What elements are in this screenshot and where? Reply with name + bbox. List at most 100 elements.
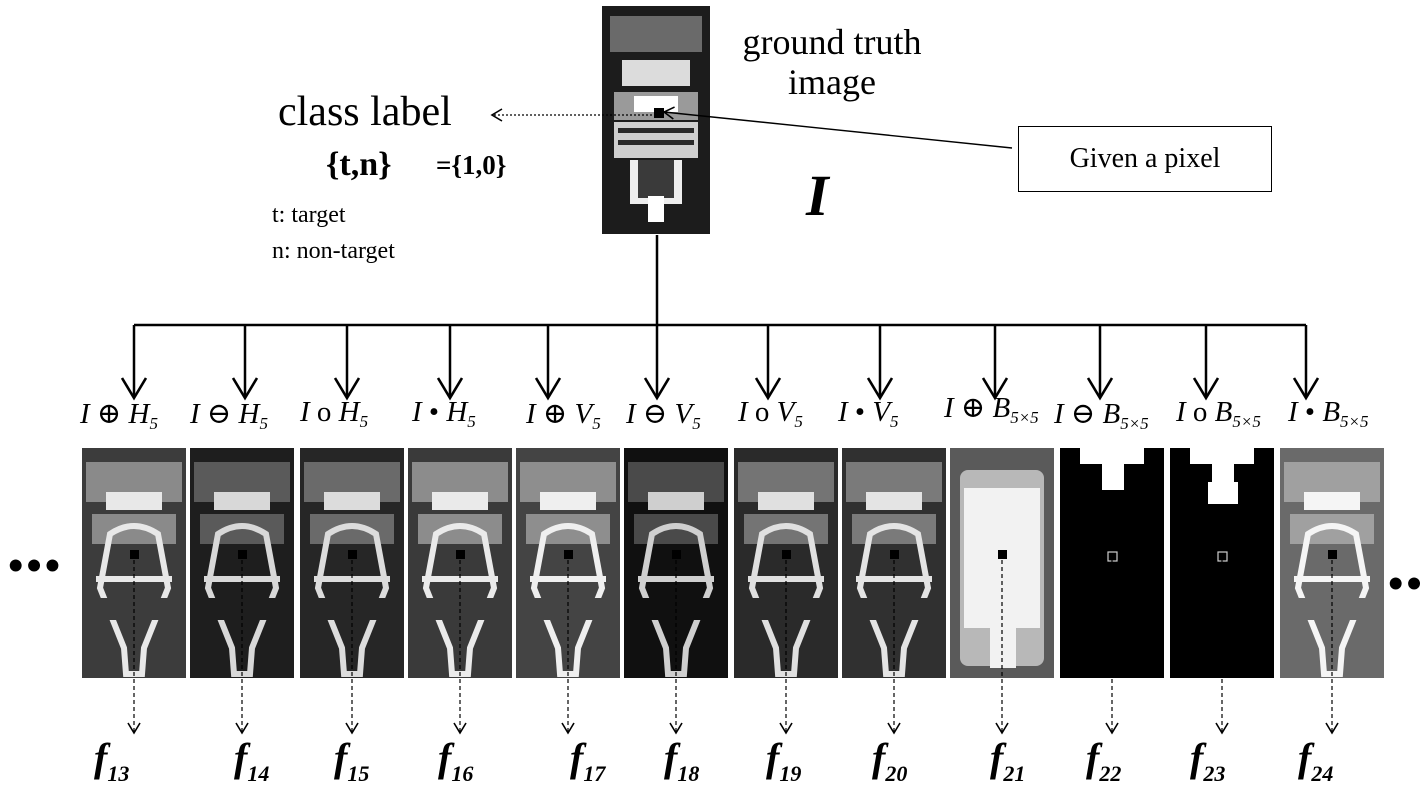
operation-symbol: o — [754, 396, 770, 428]
operation-element: B — [1095, 398, 1121, 430]
feature-index: 17 — [583, 761, 606, 786]
operation-element-size: 5×5 — [1232, 412, 1261, 431]
feature-index: 20 — [885, 761, 908, 786]
operation-symbol: ⊖ — [1070, 398, 1096, 430]
operation-label-4: I • H5 — [412, 396, 476, 432]
feature-label-22: f22 — [1086, 734, 1121, 786]
feature-index: 14 — [247, 761, 270, 786]
branch-arrows — [120, 325, 1320, 401]
feature-index: 15 — [347, 761, 370, 786]
feature-index: 13 — [107, 761, 130, 786]
operation-element: H — [231, 398, 260, 430]
ellipsis-right: •• — [1388, 559, 1425, 608]
operation-element: V — [567, 398, 593, 430]
operation-image: I — [80, 398, 97, 430]
operation-label-9: I ⊕ B5×5 — [944, 390, 1039, 428]
operation-element-size: 5 — [149, 414, 158, 433]
feature-label-13: f13 — [94, 734, 129, 786]
feature-symbol: f — [872, 735, 886, 780]
feature-label-23: f23 — [1190, 734, 1225, 786]
operation-symbol: • — [428, 396, 440, 428]
feature-index: 24 — [1311, 761, 1334, 786]
feature-index: 21 — [1003, 761, 1026, 786]
operation-image: I — [1176, 396, 1193, 428]
feature-symbol: f — [664, 735, 678, 780]
operation-label-5: I ⊕ V5 — [526, 396, 601, 434]
feature-label-20: f20 — [872, 734, 907, 786]
operation-element: V — [865, 396, 891, 428]
feature-index: 23 — [1203, 761, 1226, 786]
class-label-text: class label — [278, 89, 452, 135]
feature-index: 16 — [451, 761, 474, 786]
feature-label-14: f14 — [234, 734, 269, 786]
operation-element: H — [331, 396, 360, 428]
operation-element-size: 5 — [467, 412, 476, 431]
operation-image: I — [1054, 398, 1071, 430]
feature-symbol: f — [234, 735, 248, 780]
operation-element-size: 5×5 — [1340, 412, 1369, 431]
operation-label-12: I • B5×5 — [1288, 396, 1369, 432]
operation-element-size: 5 — [890, 412, 899, 431]
operation-image: I — [738, 396, 755, 428]
feature-symbol: f — [570, 735, 584, 780]
operation-element-size: 5×5 — [1010, 408, 1039, 427]
operation-element-size: 5 — [259, 414, 268, 433]
operation-label-11: I o B5×5 — [1176, 396, 1261, 432]
operation-element: H — [439, 396, 468, 428]
legend-non-target: n: non-target — [272, 238, 395, 264]
operation-element-size: 5 — [692, 414, 701, 433]
operation-label-6: I ⊖ V5 — [626, 396, 701, 434]
operation-label-10: I ⊖ B5×5 — [1054, 396, 1149, 434]
image-symbol: I — [806, 163, 829, 228]
feature-index: 18 — [677, 761, 700, 786]
operation-image: I — [944, 392, 961, 424]
operation-element: H — [121, 398, 150, 430]
feature-index: 19 — [779, 761, 802, 786]
feature-symbol: f — [1298, 735, 1312, 780]
operation-symbol: ⊕ — [96, 398, 122, 430]
operation-symbol: ⊖ — [642, 398, 668, 430]
feature-label-24: f24 — [1298, 734, 1333, 786]
operation-image: I — [526, 398, 543, 430]
operation-label-2: I ⊖ H5 — [190, 396, 268, 434]
operation-label-8: I • V5 — [838, 396, 899, 432]
operation-symbol: ⊖ — [206, 398, 232, 430]
feature-symbol: f — [1086, 735, 1100, 780]
given-pixel-text: Given a pixel — [1069, 143, 1221, 174]
feature-index: 22 — [1099, 761, 1122, 786]
feature-label-15: f15 — [334, 734, 369, 786]
operation-symbol: o — [316, 396, 332, 428]
operation-element-size: 5 — [592, 414, 601, 433]
feature-arrows — [127, 560, 1339, 735]
operation-symbol: ⊕ — [960, 392, 986, 424]
operation-label-1: I ⊕ H5 — [80, 396, 158, 434]
operation-label-7: I o V5 — [738, 396, 803, 432]
feature-symbol: f — [334, 735, 348, 780]
label-set: {t,n} — [326, 146, 392, 183]
feature-label-17: f17 — [570, 734, 605, 786]
feature-label-21: f21 — [990, 734, 1025, 786]
operation-element: V — [667, 398, 693, 430]
feature-label-18: f18 — [664, 734, 699, 786]
result-panel-7 — [734, 448, 838, 678]
label-values: ={1,0} — [436, 150, 507, 180]
result-panels — [82, 448, 1384, 678]
ellipsis-left: ••• — [8, 541, 64, 590]
feature-label-16: f16 — [438, 734, 473, 786]
legend-target: t: target — [272, 202, 346, 228]
operation-element-size: 5 — [794, 412, 803, 431]
ground-truth-label: ground truth image — [716, 22, 948, 102]
operation-image: I — [412, 396, 429, 428]
operation-image: I — [838, 396, 855, 428]
feature-symbol: f — [1190, 735, 1204, 780]
given-pixel-box: Given a pixel — [1018, 126, 1272, 192]
operation-element-size: 5×5 — [1120, 414, 1149, 433]
operation-element: B — [1207, 396, 1233, 428]
operation-element-size: 5 — [359, 412, 369, 431]
operation-image: I — [1288, 396, 1305, 428]
feature-symbol: f — [990, 735, 1004, 780]
feature-symbol: f — [94, 735, 108, 780]
operation-element: V — [769, 396, 795, 428]
